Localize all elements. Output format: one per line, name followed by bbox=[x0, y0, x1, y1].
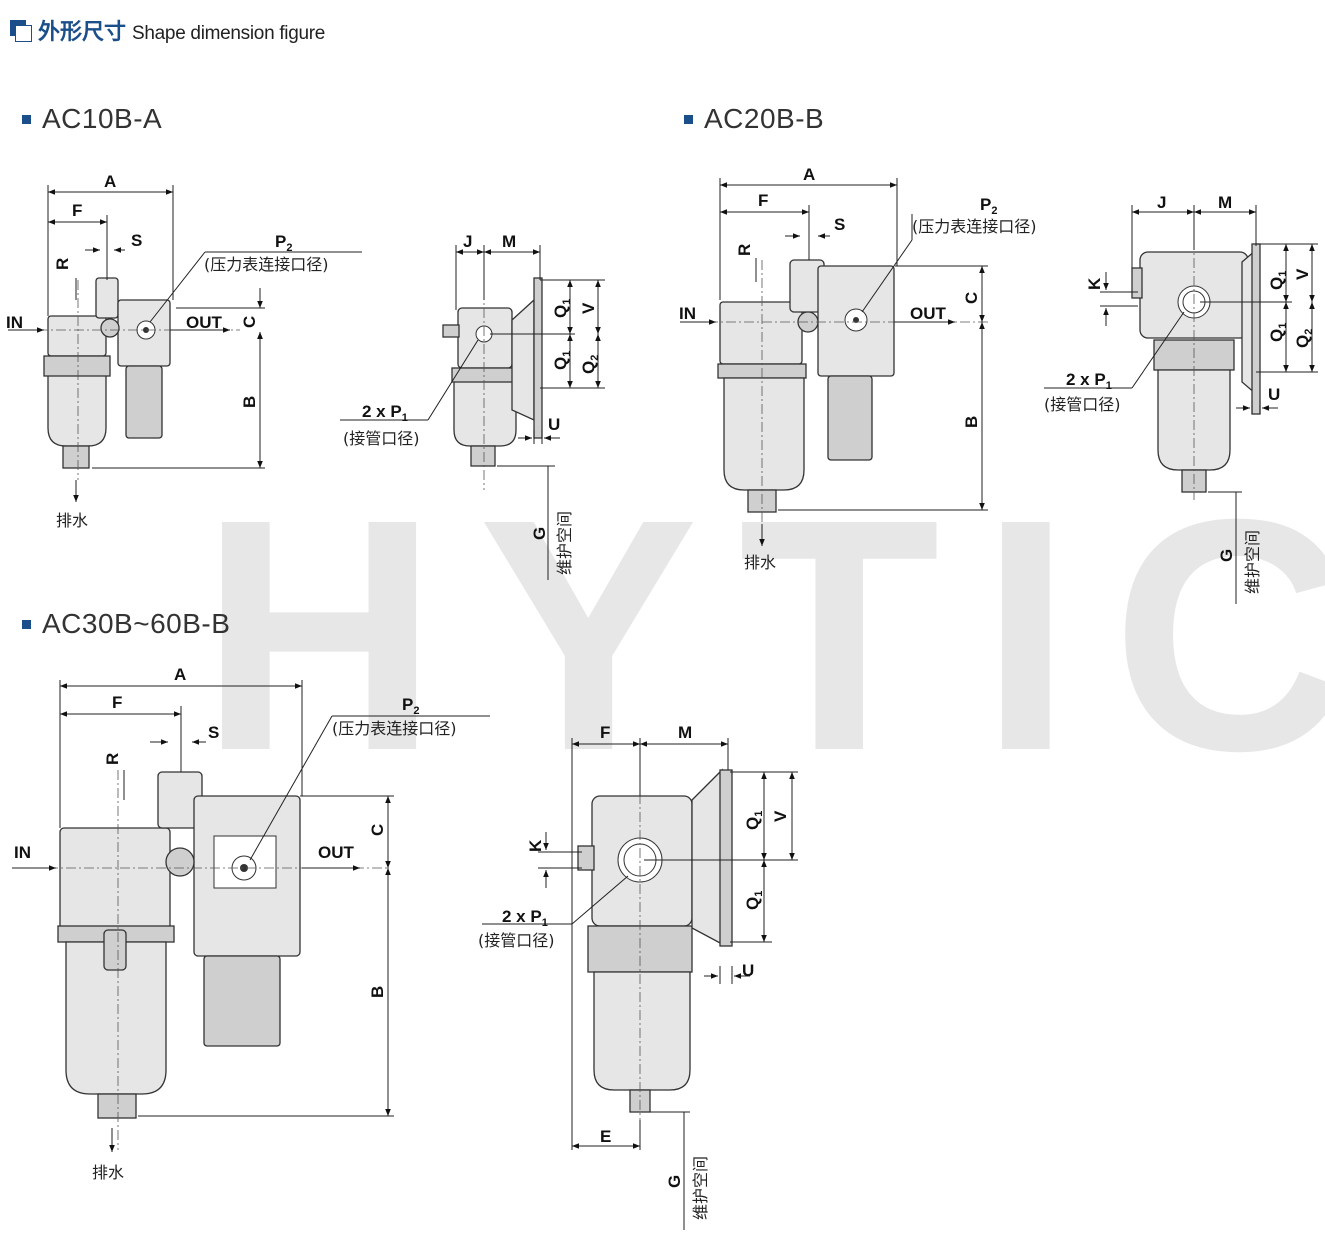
port-label-out: OUT bbox=[910, 304, 947, 323]
dim-label-c: C bbox=[962, 292, 981, 304]
dim-label-m: M bbox=[678, 723, 692, 742]
dim-label-a: A bbox=[803, 165, 815, 184]
dim-label-q1: Q1 bbox=[1267, 271, 1289, 290]
drain-label: 排水 bbox=[92, 1163, 124, 1182]
section-title: AC30B~60B-B bbox=[42, 608, 231, 639]
dim-label-g: G bbox=[1217, 549, 1236, 562]
ac10b-front-dimensions: A F S R C B IN OUT 排水 P2 (压力表连接口径) bbox=[6, 172, 362, 530]
pipe-port-label: (接管口径) bbox=[1044, 395, 1121, 414]
port-label-out: OUT bbox=[318, 843, 355, 862]
ac10b-side-view bbox=[442, 277, 543, 490]
dim-label-v: V bbox=[579, 302, 598, 314]
dim-label-q1b: Q1 bbox=[743, 891, 765, 910]
dim-label-s: S bbox=[834, 215, 845, 234]
ac30b-front-dimensions: A F S R C B IN OUT 排水 P2 (压力表连接口径) bbox=[12, 665, 490, 1182]
section-title: AC20B-B bbox=[704, 103, 825, 134]
ac20b-side-dimensions: J M Q1 Q1 V Q2 K U G 维护空间 2 x P1 (接管口径) bbox=[1044, 193, 1318, 604]
dim-label-b: B bbox=[240, 396, 259, 408]
page-header: 外形尺寸 Shape dimension figure bbox=[10, 14, 325, 50]
port-label-in: IN bbox=[679, 304, 696, 323]
dim-label-b: B bbox=[368, 986, 387, 998]
p2-label: P2 bbox=[402, 695, 419, 717]
ac20b-front-view bbox=[690, 259, 990, 530]
maint-space-label: 维护空间 bbox=[555, 511, 574, 575]
header-title-en: Shape dimension figure bbox=[132, 23, 326, 44]
ac30b-side-dimensions: F M Q1 Q1 V K U E G 维护空间 2 x P1 (接管口径) bbox=[478, 723, 798, 1230]
dim-label-f: F bbox=[600, 723, 610, 742]
p1-label: 2 x P1 bbox=[1066, 370, 1112, 392]
gauge-port-label: (压力表连接口径) bbox=[204, 255, 329, 274]
dim-label-r: R bbox=[103, 753, 122, 765]
dim-label-r: R bbox=[735, 244, 754, 256]
dim-label-b: B bbox=[962, 416, 981, 428]
p1-label: 2 x P1 bbox=[502, 907, 548, 929]
port-label-in: IN bbox=[6, 313, 23, 332]
section-ac20b: AC20B-B bbox=[684, 103, 824, 135]
drain-label: 排水 bbox=[744, 553, 776, 572]
dim-label-m: M bbox=[1218, 193, 1232, 212]
ac30b-side-view bbox=[577, 740, 733, 1140]
p1-label: 2 x P1 bbox=[362, 402, 408, 424]
ac10b-side-dimensions: J M Q1 Q1 V Q2 U G 维护空间 2 x P1 (接管口径) bbox=[340, 232, 605, 580]
dim-label-a: A bbox=[174, 665, 186, 684]
dim-label-m: M bbox=[502, 232, 516, 251]
ac30b-front-view bbox=[30, 770, 390, 1150]
dim-label-q2: Q2 bbox=[579, 355, 601, 374]
dim-label-s: S bbox=[208, 723, 219, 742]
p2-label: P2 bbox=[275, 232, 292, 254]
dim-label-q1b: Q1 bbox=[551, 351, 573, 370]
dim-label-u: U bbox=[548, 415, 560, 434]
dim-label-j: J bbox=[1157, 193, 1166, 212]
dim-label-c: C bbox=[368, 824, 387, 836]
port-label-out: OUT bbox=[186, 313, 223, 332]
header-title-cn: 外形尺寸 bbox=[38, 20, 127, 45]
dim-label-q1: Q1 bbox=[743, 811, 765, 830]
section-ac10b: AC10B-A bbox=[22, 103, 162, 135]
dim-label-k: K bbox=[1085, 277, 1104, 290]
dim-label-g: G bbox=[665, 1175, 684, 1188]
dim-label-r: R bbox=[53, 258, 72, 270]
drain-label: 排水 bbox=[56, 511, 88, 530]
dim-label-c: C bbox=[240, 316, 259, 328]
section-bullet-icon bbox=[22, 619, 31, 629]
pipe-port-label: (接管口径) bbox=[343, 429, 420, 448]
dim-label-f: F bbox=[758, 191, 768, 210]
ac20b-side-view bbox=[1131, 240, 1261, 500]
dim-label-q1: Q1 bbox=[551, 299, 573, 318]
dim-label-s: S bbox=[131, 231, 142, 250]
section-title: AC10B-A bbox=[42, 103, 163, 134]
header-square-icon bbox=[10, 20, 32, 42]
dim-label-v: V bbox=[771, 810, 790, 822]
dim-label-g: G bbox=[530, 527, 549, 540]
dim-label-q1b: Q1 bbox=[1267, 323, 1289, 342]
ac20b-front-dimensions: A F S R C B IN OUT 排水 P2 (压力表连接口径) bbox=[679, 165, 1037, 572]
maint-space-label: 维护空间 bbox=[1243, 530, 1262, 594]
dim-label-u: U bbox=[1268, 385, 1280, 404]
pipe-port-label: (接管口径) bbox=[478, 931, 555, 950]
dim-label-a: A bbox=[104, 172, 116, 191]
dim-label-j: J bbox=[463, 232, 472, 251]
dim-label-k: K bbox=[526, 839, 545, 852]
section-ac30b-60b: AC30B~60B-B bbox=[22, 608, 230, 640]
dim-label-v: V bbox=[1293, 268, 1312, 280]
gauge-port-label: (压力表连接口径) bbox=[332, 719, 457, 738]
ac10b-front-view bbox=[20, 277, 240, 480]
section-bullet-icon bbox=[22, 114, 31, 124]
dim-label-q2: Q2 bbox=[1293, 329, 1315, 348]
dim-label-e: E bbox=[600, 1127, 611, 1146]
dim-label-u: U bbox=[742, 961, 754, 980]
port-label-in: IN bbox=[14, 843, 31, 862]
p2-label: P2 bbox=[980, 195, 997, 217]
maint-space-label: 维护空间 bbox=[691, 1156, 710, 1220]
dim-label-f: F bbox=[72, 201, 82, 220]
section-bullet-icon bbox=[684, 114, 693, 124]
dim-label-f: F bbox=[112, 693, 122, 712]
gauge-port-label: (压力表连接口径) bbox=[912, 217, 1037, 236]
